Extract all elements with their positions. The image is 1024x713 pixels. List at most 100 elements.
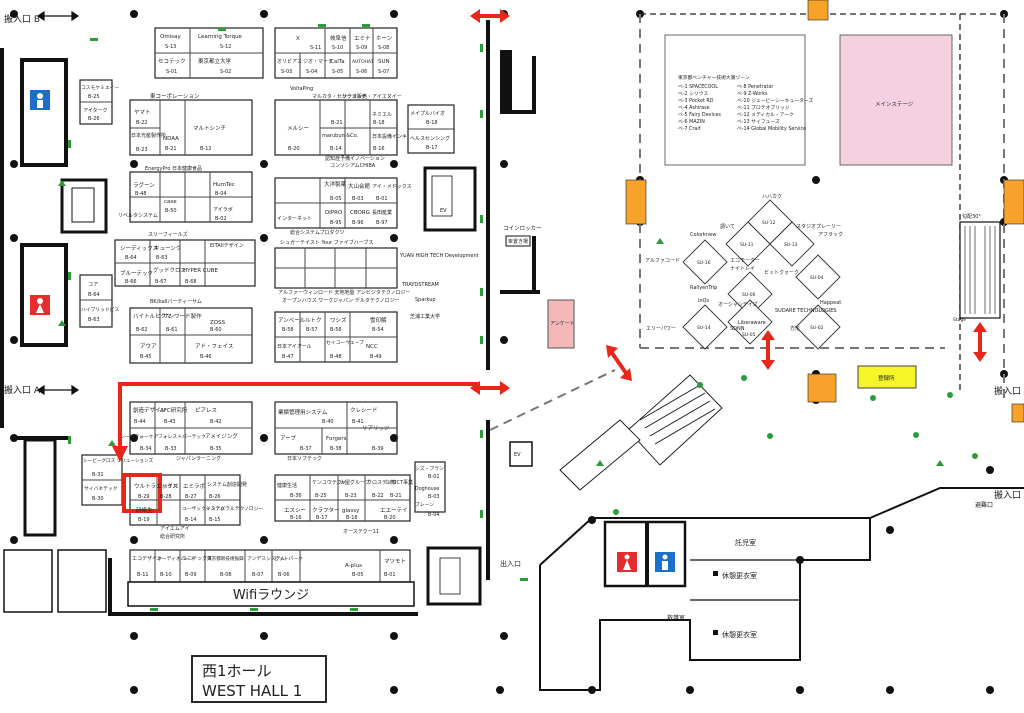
svg-text:エミラボ: エミラボ [183, 482, 206, 490]
svg-text:ホーン: ホーン [376, 35, 393, 42]
double-arrow-icon [470, 9, 510, 23]
axis-label-right-b: 搬入口 [994, 489, 1021, 501]
svg-text:B-16: B-16 [373, 146, 385, 152]
svg-text:ジャパンラーニング: ジャパンラーニング [176, 455, 221, 462]
svg-text:ビットパーク: ビットパーク [274, 555, 303, 562]
svg-text:B-04: B-04 [428, 512, 440, 518]
svg-text:B-36: B-36 [290, 493, 302, 499]
svg-text:べ-4 Ashirase: べ-4 Ashirase [678, 105, 710, 111]
svg-text:B-12: B-12 [200, 146, 212, 152]
svg-text:総合研究所: 総合研究所 [160, 533, 185, 540]
svg-text:シュガーテイスト Your ファイブハーブス: シュガーテイスト Your ファイブハーブス [280, 239, 373, 246]
booth-code: S-01 [166, 69, 177, 75]
hall-name-jp: 西1ホール [202, 662, 272, 680]
entrance-label: 出入口 [500, 559, 521, 568]
svg-text:エコデザイン: エコデザイン [132, 555, 162, 562]
svg-text:B-16: B-16 [290, 515, 302, 521]
svg-text:B-10: B-10 [160, 572, 172, 578]
svg-text:B-02: B-02 [215, 216, 227, 222]
svg-text:B-30: B-30 [92, 496, 104, 502]
svg-text:エミナ: エミナ [354, 35, 371, 42]
svg-text:ハイバ: ハイバ [162, 483, 179, 490]
svg-text:Colorknew: Colorknew [690, 232, 716, 238]
svg-text:メインステージ: メインステージ [875, 101, 914, 108]
svg-text:オープンハウス ワークジャパン デルタテクノロジー: オープンハウス ワークジャパン デルタテクノロジー [282, 297, 400, 304]
hall-name-en: WEST HALL 1 [202, 682, 302, 700]
svg-text:休憩更衣室: 休憩更衣室 [722, 571, 757, 580]
svg-text:B-01: B-01 [376, 196, 388, 202]
svg-text:B-23: B-23 [345, 493, 357, 499]
svg-text:S-11: S-11 [310, 45, 321, 51]
svg-text:アド・フェイス: アド・フェイス [195, 343, 233, 350]
svg-text:B-14: B-14 [185, 517, 197, 523]
svg-text:NDAA: NDAA [163, 136, 179, 142]
svg-text:B-07: B-07 [252, 572, 264, 578]
booth-code: S-12 [220, 44, 231, 50]
svg-text:B-33: B-33 [165, 446, 177, 452]
svg-text:B-68: B-68 [185, 279, 197, 285]
svg-text:マルカタ・センクス販売: マルカタ・センクス販売 [312, 93, 367, 100]
svg-text:サーランド・アイエヌイー: サーランド・アイエヌイー [342, 94, 402, 100]
svg-text:S-06: S-06 [356, 69, 367, 75]
svg-text:べ-11 プロテオブリッジ: べ-11 プロテオブリッジ [737, 104, 790, 111]
svg-text:B-31: B-31 [92, 472, 104, 478]
svg-text:B-03: B-03 [428, 494, 440, 500]
svg-text:コア: コア [88, 282, 98, 288]
svg-text:べ-13 サイフューズ: べ-13 サイフューズ [737, 118, 780, 125]
booth-block-b-topmid: VoltaPing マルカタ・センクス販売 メルシー B-20 B-21 mar… [274, 86, 407, 169]
svg-text:RallyenTrip: RallyenTrip [690, 285, 717, 291]
main-stage [839, 34, 953, 166]
svg-text:Liberaware: Liberaware [738, 320, 766, 326]
svg-text:フォレストパーテック: フォレストパーテック [158, 434, 206, 440]
svg-text:B-27: B-27 [185, 494, 197, 500]
svg-text:アイエムアイ: アイエムアイ [160, 526, 189, 532]
route-arrow-icon [112, 446, 128, 462]
booth-code: S-02 [220, 69, 231, 75]
svg-text:スタジオプレーリー: スタジオプレーリー [796, 223, 841, 230]
svg-text:べ-9 Z-Works: べ-9 Z-Works [737, 91, 768, 97]
svg-text:メルシー: メルシー [287, 126, 309, 132]
svg-text:B-45: B-45 [140, 354, 152, 360]
wifi-lounge-label: Wifiラウンジ [233, 588, 309, 603]
svg-text:クロスデック: クロスデック [367, 479, 397, 486]
svg-text:勾配30°: 勾配30° [962, 213, 981, 220]
svg-text:システム創造開発: システム創造開発 [207, 481, 247, 488]
svg-text:B-67: B-67 [155, 279, 167, 285]
svg-text:B-49: B-49 [370, 354, 382, 360]
axis-label-right-a: 搬入口 [994, 385, 1021, 397]
svg-text:B-25: B-25 [315, 493, 327, 499]
svg-text:メイプルバイオ: メイプルバイオ [410, 111, 445, 117]
double-arrow-icon [761, 330, 775, 370]
svg-text:オーステクー11: オーステクー11 [343, 529, 379, 535]
svg-text:日本アイアール: 日本アイアール [277, 343, 311, 350]
svg-text:B-26: B-26 [209, 494, 221, 500]
svg-text:B-11: B-11 [137, 572, 149, 578]
svg-text:べ-5 Fairy Devices: べ-5 Fairy Devices [678, 112, 721, 118]
svg-text:クラフター: クラフター [312, 506, 340, 514]
svg-text:アイラボ: アイラボ [213, 206, 233, 213]
svg-text:Stage: Stage [953, 317, 966, 323]
svg-text:大屋グループ: 大屋グループ [340, 479, 370, 486]
svg-text:日本設備インキ: 日本設備インキ [372, 133, 407, 140]
svg-text:ユーザックシステム: ユーザックシステム [182, 506, 225, 512]
svg-text:べ-14 Global Mobility Service: べ-14 Global Mobility Service [737, 126, 806, 132]
svg-text:大洋製薬: 大洋製薬 [324, 180, 347, 188]
svg-text:オリビアス: オリビアス [277, 58, 302, 65]
svg-text:B-57: B-57 [306, 327, 318, 333]
svg-text:アウア: アウア [140, 342, 157, 350]
double-arrow-icon [973, 322, 987, 362]
svg-text:B-64: B-64 [125, 255, 137, 261]
svg-text:B-22: B-22 [136, 120, 148, 126]
svg-text:B-20: B-20 [288, 146, 300, 152]
svg-text:託児室: 託児室 [735, 538, 756, 547]
svg-text:マルトシンチ: マルトシンチ [193, 125, 226, 132]
booth-name: Learning Torque [198, 34, 243, 40]
svg-text:ZOSS: ZOSS [210, 320, 226, 326]
svg-text:ジオ・マーク: ジオ・マーク [303, 59, 333, 65]
svg-text:グッドクロス: グッドクロス [153, 266, 186, 274]
svg-text:B-46: B-46 [200, 354, 212, 360]
svg-text:B-01: B-01 [428, 474, 440, 480]
svg-text:SUDARE TECHNOLOGIES: SUDARE TECHNOLOGIES [775, 308, 837, 314]
diamond-booths: SU-12 ハハカク SU-11 調いて SU-13 スタジオプレーリー Col… [645, 194, 843, 350]
svg-text:エスシー: エスシー [284, 507, 306, 514]
